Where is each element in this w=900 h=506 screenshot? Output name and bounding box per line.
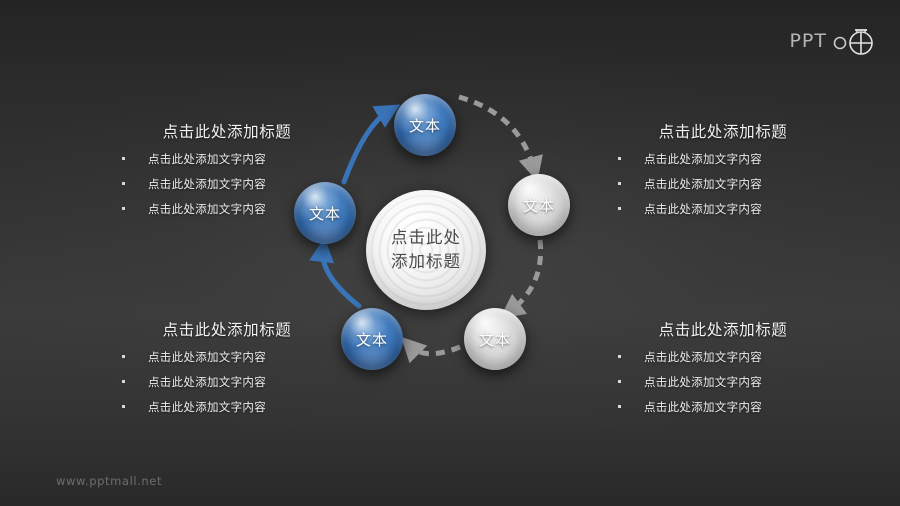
bullet-icon [122,355,125,358]
arrow-bottomright-to-bottomleft [400,336,461,364]
arrow-connectors [309,94,544,364]
list-item: 点击此处添加文字内容 [112,176,342,192]
node-label: 文本 [308,204,341,223]
node-left[interactable]: 文本 [294,182,356,244]
text-block-top-left[interactable]: 点击此处添加标题 点击此处添加文字内容 点击此处添加文字内容 点击此处添加文字内… [112,120,342,226]
bullet-icon [122,405,125,408]
arrow-top-to-right [458,94,543,182]
center-title-line2: 添加标题 [391,252,461,271]
bullet-list: 点击此处添加文字内容 点击此处添加文字内容 点击此处添加文字内容 [608,151,838,217]
list-item-text: 点击此处添加文字内容 [644,400,762,414]
bullet-icon [122,380,125,383]
bullet-icon [618,405,621,408]
node-top[interactable]: 文本 [394,94,456,156]
target-crosshair-icon [833,29,873,55]
center-circle[interactable]: 点击此处 添加标题 [366,190,486,310]
list-item-text: 点击此处添加文字内容 [644,177,762,191]
list-item: 点击此处添加文字内容 [608,201,838,217]
list-item-text: 点击此处添加文字内容 [644,152,762,166]
arrow-left-to-top [341,104,401,185]
logo-text: PPT [789,29,827,52]
list-item-text: 点击此处添加文字内容 [148,202,266,216]
bullet-list: 点击此处添加文字内容 点击此处添加文字内容 点击此处添加文字内容 [112,349,342,415]
list-item-text: 点击此处添加文字内容 [148,152,266,166]
bullet-icon [122,182,125,185]
bullet-icon [122,157,125,160]
node-right[interactable]: 文本 [508,174,570,236]
bullet-icon [618,182,621,185]
bullet-icon [618,380,621,383]
text-block-bottom-right[interactable]: 点击此处添加标题 点击此处添加文字内容 点击此处添加文字内容 点击此处添加文字内… [608,318,838,424]
node-bottom-right[interactable]: 文本 [464,308,526,370]
footer-url[interactable]: www.pptmall.net [56,474,163,488]
list-item: 点击此处添加文字内容 [608,151,838,167]
list-item: 点击此处添加文字内容 [608,374,838,390]
list-item: 点击此处添加文字内容 [112,399,342,415]
text-block-bottom-left[interactable]: 点击此处添加标题 点击此处添加文字内容 点击此处添加文字内容 点击此处添加文字内… [112,318,342,424]
bullet-icon [618,355,621,358]
node-label: 文本 [478,330,511,349]
text-block-title: 点击此处添加标题 [658,321,788,339]
bullet-list: 点击此处添加文字内容 点击此处添加文字内容 点击此处添加文字内容 [608,349,838,415]
bullet-icon [618,157,621,160]
center-title-line1: 点击此处 [391,228,461,248]
list-item: 点击此处添加文字内容 [608,399,838,415]
cycle-diagram: 点击此处 添加标题 文本 文本 文本 文本 文本 [255,70,655,430]
node-label: 文本 [408,116,441,135]
bullet-icon [618,207,621,210]
bullet-list: 点击此处添加文字内容 点击此处添加文字内容 点击此处添加文字内容 [112,151,342,217]
list-item: 点击此处添加文字内容 [112,349,342,365]
list-item: 点击此处添加文字内容 [112,374,342,390]
list-item: 点击此处添加文字内容 [608,176,838,192]
text-block-title: 点击此处添加标题 [162,321,292,339]
text-block-title: 点击此处添加标题 [162,123,292,141]
text-block-top-right[interactable]: 点击此处添加标题 点击此处添加文字内容 点击此处添加文字内容 点击此处添加文字内… [608,120,838,226]
list-item-text: 点击此处添加文字内容 [644,350,762,364]
text-block-title: 点击此处添加标题 [658,123,788,141]
node-label: 文本 [355,330,388,349]
list-item-text: 点击此处添加文字内容 [148,400,266,414]
node-bottom-left[interactable]: 文本 [341,308,403,370]
list-item-text: 点击此处添加文字内容 [148,350,266,364]
list-item-text: 点击此处添加文字内容 [148,177,266,191]
bullet-icon [122,207,125,210]
node-label: 文本 [522,196,555,215]
list-item: 点击此处添加文字内容 [112,201,342,217]
list-item-text: 点击此处添加文字内容 [148,375,266,389]
list-item: 点击此处添加文字内容 [112,151,342,167]
list-item-text: 点击此处添加文字内容 [644,202,762,216]
brand-logo: PPT [789,26,878,56]
list-item: 点击此处添加文字内容 [608,349,838,365]
arrow-right-to-bottomright [499,239,544,319]
list-item-text: 点击此处添加文字内容 [644,375,762,389]
arrow-bottomleft-to-left [309,237,362,309]
